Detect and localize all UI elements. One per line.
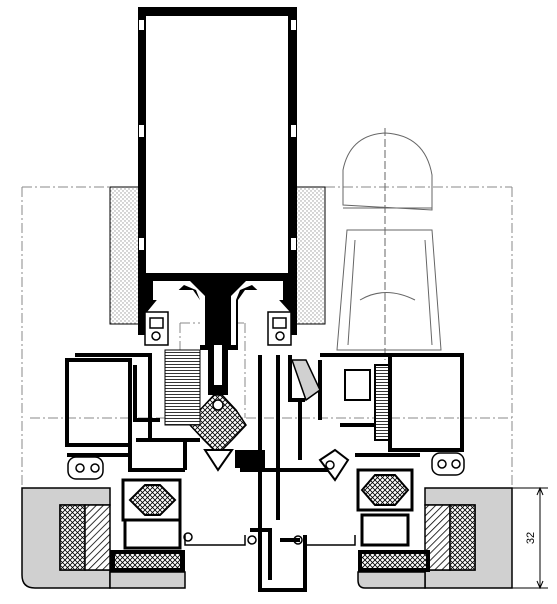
left-thermal-break <box>121 478 182 550</box>
bottom-gasket <box>183 532 356 546</box>
left-gaskets <box>67 456 104 480</box>
handle-outline <box>333 128 465 360</box>
dimension-label: 32 <box>525 532 537 544</box>
glazing-strip-left <box>164 349 201 426</box>
left-glass-panel <box>21 487 186 589</box>
right-gaskets <box>431 452 465 476</box>
left-frame-profile <box>65 353 200 472</box>
right-thermal-break <box>356 468 414 547</box>
insulation-left <box>109 186 141 325</box>
latch-mechanism <box>290 359 390 482</box>
mullion-gaskets <box>144 311 292 346</box>
dimension-annotation <box>512 486 548 590</box>
mullion-profile <box>138 7 297 395</box>
center-connector <box>235 450 265 468</box>
thermal-break-center <box>189 394 247 472</box>
right-glass-panel <box>357 487 513 589</box>
insulation-right <box>294 186 326 325</box>
